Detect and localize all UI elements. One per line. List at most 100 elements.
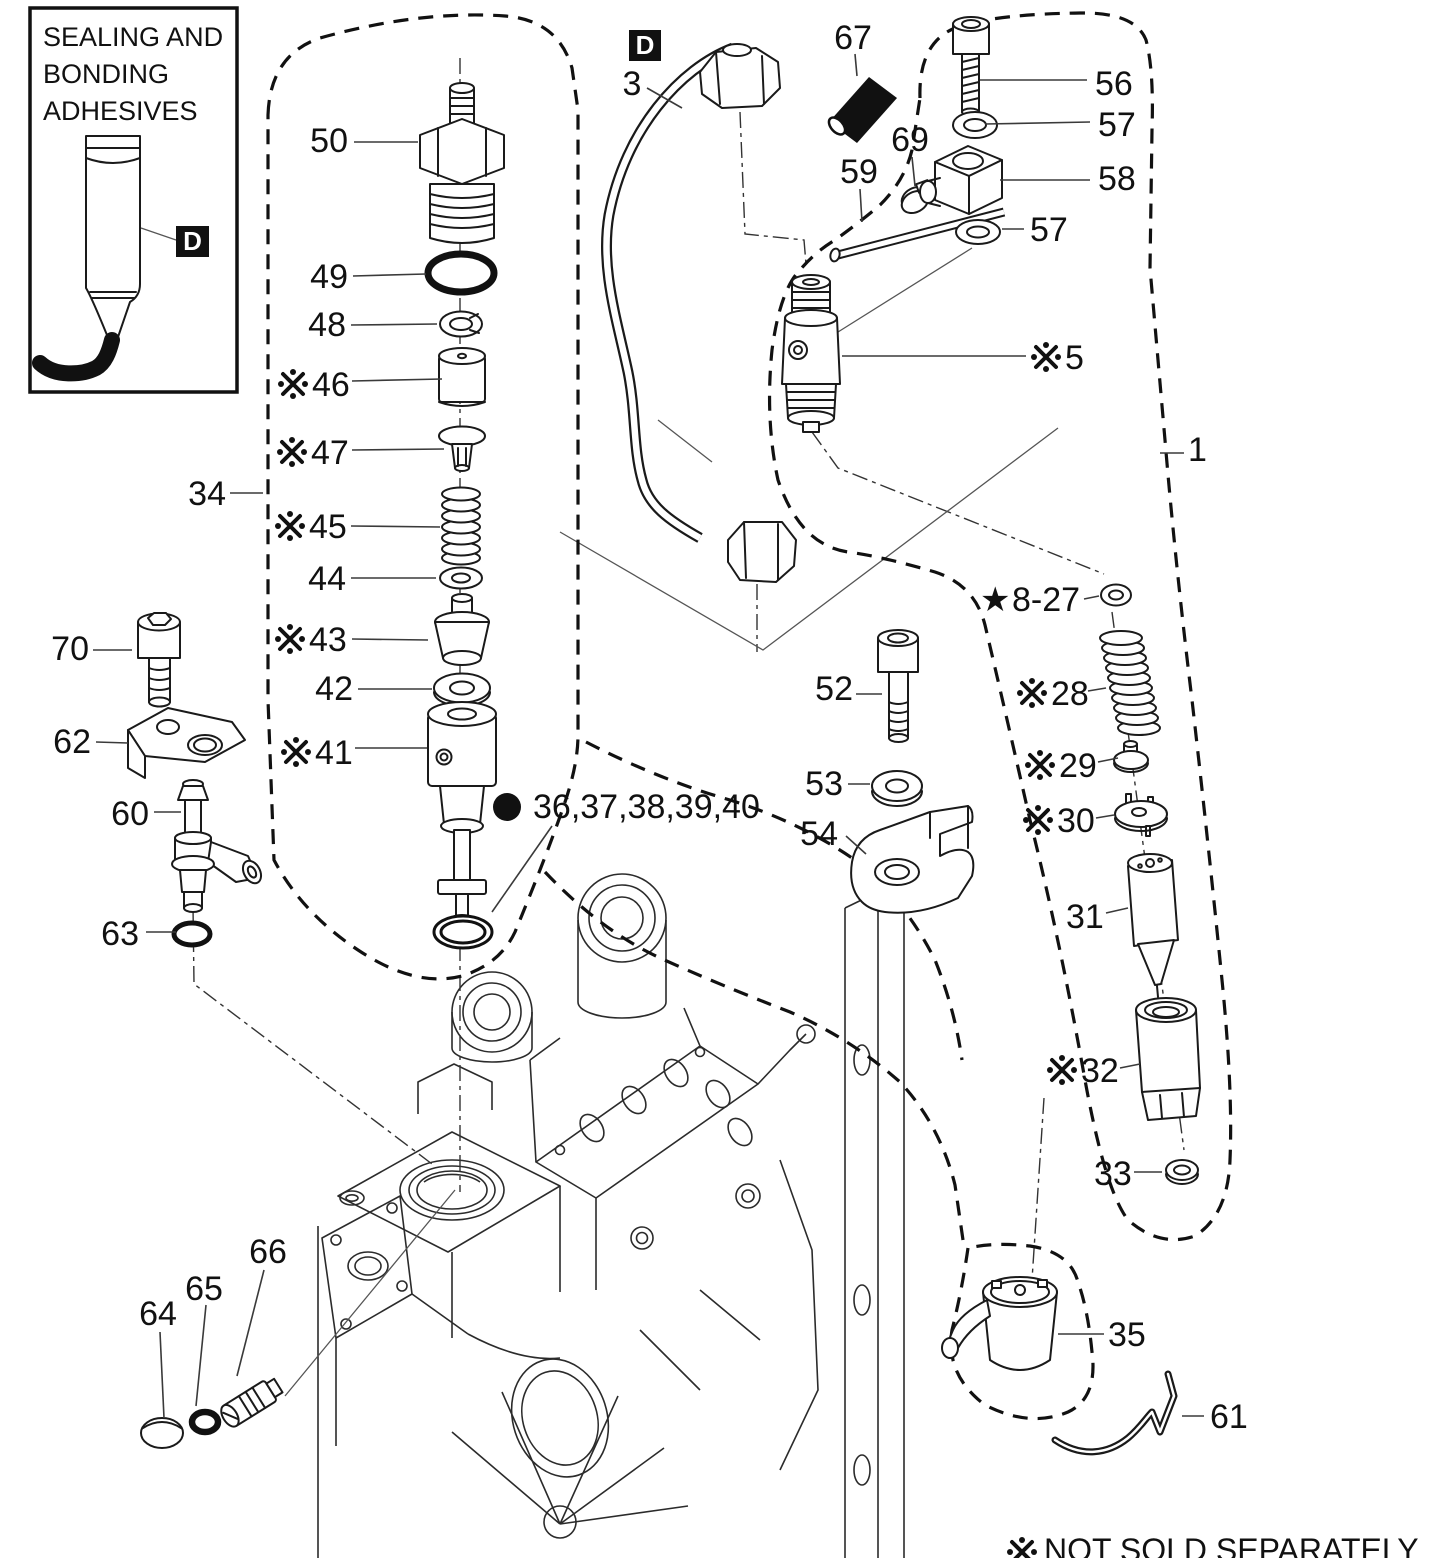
part-58-joint-fitting: [919, 145, 1003, 215]
part-label-49: 49: [310, 258, 348, 296]
part-33-seal-washer: [1165, 1159, 1199, 1185]
part-57-washer-upper: [952, 111, 998, 139]
pipe-top-nut: [699, 43, 781, 109]
not-sold-separately-icon: [1023, 748, 1057, 782]
part-label-41: 41: [315, 734, 353, 772]
not-sold-separately-icon: [276, 367, 310, 401]
part-label-57-upper: 57: [1098, 106, 1136, 144]
part-46-stopper: [438, 347, 486, 407]
not-sold-separately-icon: [279, 735, 313, 769]
part-49-o-ring: [424, 250, 498, 296]
projection-lines: [284, 247, 1059, 1397]
part-36-40-o-ring: [432, 914, 494, 950]
legend-line-1: SEALING AND: [43, 22, 223, 52]
part-63-o-ring: [171, 920, 213, 948]
part-70-bolt: [137, 612, 181, 708]
part-61-wire-clip: [1051, 1370, 1178, 1456]
part-32-retaining-nut: [1135, 997, 1201, 1121]
part-label-62: 62: [53, 723, 91, 761]
not-sold-separately-icon: [1045, 1053, 1079, 1087]
part-label-53: 53: [805, 765, 843, 803]
part-label-31: 31: [1066, 898, 1104, 936]
part-label-67: 67: [834, 19, 872, 57]
part-labels: 50 49 48 46 47 45 44 43 42 41 34 36,37,3…: [51, 19, 1248, 1436]
part-label-5: 5: [1065, 339, 1084, 377]
part-48-snap-washer: [439, 310, 483, 338]
part-45-spring: [441, 486, 481, 566]
engine-block-drawing: [317, 873, 905, 1558]
part-label-30: 30: [1057, 802, 1095, 840]
part-label-56: 56: [1095, 65, 1133, 103]
part-54-clamp: [850, 805, 975, 914]
part-label-35: 35: [1108, 1316, 1146, 1354]
part-52-bolt: [877, 629, 919, 743]
part-47-tappet-guide: [438, 425, 486, 472]
legend-line-2: BONDING: [43, 59, 169, 89]
bullet-icon: [493, 793, 521, 821]
part-label-3: 3: [623, 65, 642, 103]
part-label-34: 34: [188, 475, 226, 513]
part-43-delivery-valve: [434, 593, 490, 666]
part-label-48: 48: [308, 306, 346, 344]
part-label-28: 28: [1051, 675, 1089, 713]
part-57-washer-lower: [955, 219, 1001, 245]
part-62-bracket: [127, 707, 246, 779]
part-label-61: 61: [1210, 1398, 1248, 1436]
footnote: NOT SOLD SEPARATELY: [1005, 1532, 1419, 1558]
adhesive-legend-box: SEALING AND BONDING ADHESIVES D: [28, 6, 239, 394]
part-label-43: 43: [309, 621, 347, 659]
part-60-t-fitting: [171, 779, 263, 913]
part-label-32: 32: [1081, 1052, 1119, 1090]
not-sold-separately-icon: [273, 622, 307, 656]
boundary-group-34: [266, 13, 580, 981]
part-label-54: 54: [800, 815, 838, 853]
part-label-29: 29: [1059, 747, 1097, 785]
part-label-33: 33: [1094, 1155, 1132, 1193]
adhesive-tube-drawing: D: [32, 135, 209, 382]
part-8-27-shim: [1100, 583, 1132, 607]
not-sold-separately-icon: [275, 435, 309, 469]
part-label-52: 52: [815, 670, 853, 708]
part-30-spacer: [1114, 793, 1168, 837]
part-label-66: 66: [249, 1233, 287, 1271]
part-label-45: 45: [309, 508, 347, 546]
part-67-hose: [827, 77, 897, 143]
not-sold-separately-icon: [1005, 1535, 1039, 1558]
part-label-59: 59: [840, 153, 878, 191]
part-label-65: 65: [185, 1270, 223, 1308]
part-35-tappet: [941, 1276, 1058, 1371]
not-sold-separately-icon: [1015, 676, 1049, 710]
boundary-sweep-b: [585, 740, 964, 1061]
part-50-delivery-valve-holder: [419, 82, 505, 244]
part-label-57-lower: 57: [1030, 211, 1068, 249]
part-label-63: 63: [101, 915, 139, 953]
part-29-spring-seat: [1113, 740, 1149, 773]
pipe-bottom-nut: [727, 521, 797, 583]
adhesive-tag-box: [176, 226, 209, 257]
part-31-nozzle: [1127, 853, 1179, 998]
pipe-tag-box: [629, 30, 661, 61]
part-label-64: 64: [139, 1295, 177, 1333]
pipe-tag: D: [636, 30, 655, 60]
part-label-50: 50: [310, 122, 348, 160]
part-label-8-27: 8-27: [1012, 581, 1080, 619]
not-sold-separately-icon: [1021, 803, 1055, 837]
boundary-sweep-a: [543, 870, 965, 1241]
part-28-spring: [1099, 630, 1161, 736]
not-sold-separately-icon: [1029, 340, 1063, 374]
adhesive-tag: D: [183, 226, 202, 256]
part-label-44: 44: [308, 560, 346, 598]
part-label-60: 60: [111, 795, 149, 833]
star-icon: ★: [980, 581, 1010, 619]
part-label-46: 46: [312, 366, 350, 404]
part-64-cap: [140, 1417, 184, 1449]
legend-line-3: ADHESIVES: [43, 96, 198, 126]
part-66-plug: [220, 1377, 284, 1428]
part-3-injection-pipe: D: [601, 30, 797, 583]
boundary-group-1: [767, 11, 1233, 1242]
part-label-47: 47: [311, 434, 349, 472]
part-label-58: 58: [1098, 160, 1136, 198]
part-41-pump-element: [427, 701, 497, 926]
